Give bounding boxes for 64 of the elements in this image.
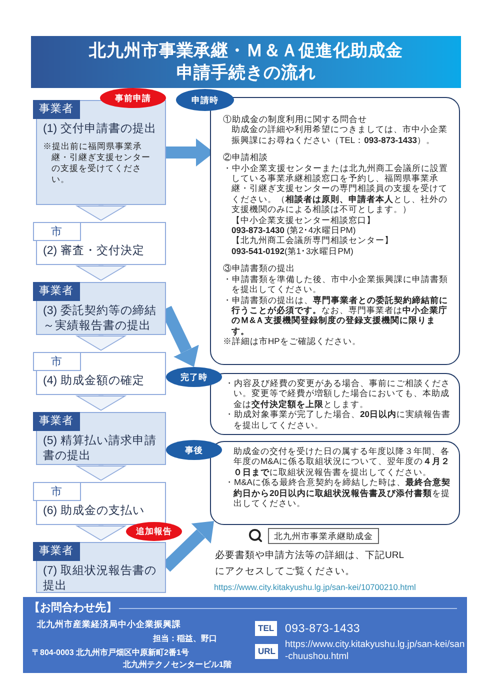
- step-box: [36, 352, 166, 395]
- contact-heading: 【お問合わせ先】: [29, 600, 119, 616]
- info-text: ・申請書類の提出は、専門事業者との委託契約締結前に行うことが必須です。なお、専門事業者は中小企業庁のＭ&Ａ支援機関登録制度の登録支援機関に限ります。: [223, 294, 449, 336]
- down-chevron-arrow: [76, 465, 126, 481]
- down-chevron-arrow: [76, 265, 126, 281]
- info-text: ・申請書類を準備した後、市中小企業振興課に申請書類を提出してください。: [223, 274, 449, 294]
- down-chevron-arrow: [76, 525, 126, 541]
- info-text: 【中小企業支援センター相談窓口】: [230, 214, 376, 226]
- step-title: (1) 交付申請書の提出: [43, 122, 158, 137]
- actor-tag: 事業者: [33, 100, 80, 119]
- info-panel: [210, 373, 460, 435]
- info-text: 助成金の交付を受けた日の属する年度以降３年間、各年度のM&Aに係る取組状況について、翌年度の４月２０日までに取組状況報告書を提出してください。: [232, 446, 451, 478]
- actor-tag: 市: [33, 482, 81, 501]
- down-chevron-arrow: [76, 395, 126, 411]
- actor-tag: 事業者: [33, 412, 80, 431]
- info-text: 093-873-1430 (第2･4水曜日PM): [230, 225, 357, 236]
- info-text: ・中小企業支援センターまたは北九州商工会議所に設置している事業承継相談窓口を予約し、福岡県事業承継・引継ぎ支援センターの専門相談員の支援を受けてください。（相談者は原則、申請者本人とし、社外の支援機関のみによる相談は不可とします。）: [223, 162, 449, 215]
- actor-tag: 市: [33, 222, 81, 241]
- actor-tag: 事業者: [33, 282, 80, 301]
- actor-tag: 市: [33, 352, 81, 371]
- step-box: [36, 412, 166, 465]
- info-text: ・内容及び経費の変更がある場合、事前にご相談ください。変更等で経費が増額した場合においても、本助成金は交付決定額を上限とします。: [225, 378, 451, 410]
- step-note: ※提出前に福岡県事業承継・引継ぎ支援センターの支援を受けてください。: [43, 141, 152, 185]
- title: 北九州市事業承継・Ｍ＆Ａ促進化助成金申請手続きの流れ: [88, 40, 404, 84]
- down-chevron-arrow: [76, 205, 126, 221]
- contact-text: 北九州市産業経済局中小企業振興課: [37, 619, 181, 630]
- url-link: https://www.city.kitakyushu.lg.jp/san-kei/10700210.html: [214, 582, 416, 593]
- step-title: (2) 審査・交付決定: [43, 244, 146, 259]
- step-title: (6) 助成金の支払い: [43, 504, 146, 519]
- phase-ellipse: 追加報告: [126, 522, 182, 541]
- step-title: (4) 助成金額の確定: [43, 374, 146, 389]
- actor-tag: 事業者: [33, 542, 80, 561]
- info-text: 【北九州商工会議所専門相談センター】: [230, 235, 394, 246]
- phase-ellipse: 完了時: [166, 367, 222, 387]
- info-text: ・助成対象事業が完了した場合、20日以内に実績報告書を提出してください。: [225, 409, 451, 430]
- section-heading: ②申請相談: [223, 152, 269, 163]
- step-box: [36, 542, 166, 593]
- info-text: ・M&Aに係る最終合意契約を締結した時は、最終合意契約日から20日以内に取組状況報告書及び添付書類を提出してください。: [225, 477, 451, 508]
- info-panel: [210, 97, 460, 365]
- info-panel: [210, 441, 460, 525]
- url-link: https://www.city.kitakyushu.lg.jp/san-kei/san-chuushou.html: [285, 638, 465, 662]
- section-heading: ③申請書類の提出: [223, 263, 296, 274]
- info-text: 必要書類や申請方法等の詳細は、下記URLにアクセスしてご覧ください。: [215, 549, 405, 579]
- contact-text: 〒804-0003 北九州市戸畑区中原新町2番1号: [32, 647, 189, 658]
- search-box: 北九州市事業承継助成金: [268, 528, 379, 544]
- url-tag: URL: [255, 644, 278, 659]
- tel-tag: TEL: [255, 621, 278, 636]
- phase-ellipse: 事前申請: [100, 88, 166, 108]
- section-heading: ①助成金の制度利用に関する問合せ: [223, 114, 368, 124]
- step-box: [36, 282, 166, 335]
- step-title: (3) 委託契約等の締結～実績報告書の提出: [43, 304, 158, 334]
- step-box: [36, 222, 166, 265]
- info-text: 093-541-0192(第1･3水曜日PM): [230, 246, 354, 256]
- step-title: (7) 取組状況報告書の提出: [43, 564, 158, 594]
- contact-text: 北九州テクノセンタービル1階: [123, 659, 232, 670]
- phase-ellipse: 事後: [166, 440, 222, 460]
- info-text: 助成金の詳細や利用希望につきましては、市中小企業振興課にお尋ねください（TEL：093-873-1433）。: [230, 124, 448, 146]
- step-title: (5) 精算払い請求申請書の提出: [43, 434, 158, 464]
- down-chevron-arrow: [76, 335, 126, 351]
- phase-ellipse: 申請時: [176, 89, 234, 111]
- step-box: [36, 482, 166, 525]
- info-text: ※詳細は市HPをご確認ください。: [223, 336, 362, 347]
- phone-number: 093-873-1433: [285, 622, 360, 636]
- contact-text: 担当：稲益、野口: [153, 633, 217, 644]
